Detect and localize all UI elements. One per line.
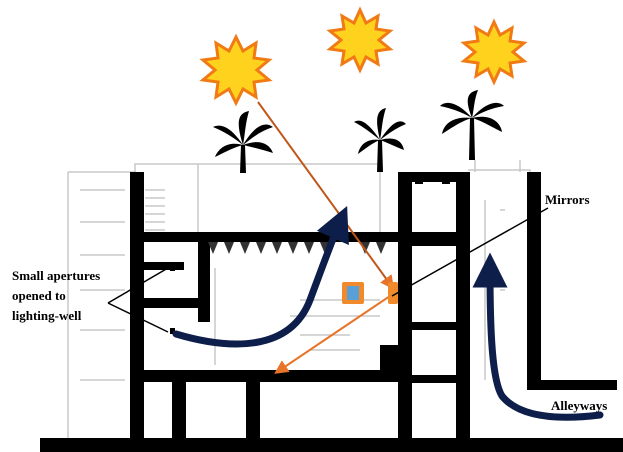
lighting-well-rung-2: [412, 322, 456, 330]
palm-tree-icon: [440, 90, 504, 160]
ground-line: [40, 438, 623, 452]
aperture-block-top: [144, 298, 198, 308]
window-glass: [347, 286, 359, 300]
label-apertures-line1: Small apertures: [12, 268, 100, 283]
lighting-well-wall-left: [398, 172, 412, 440]
palm-tree-icon: [354, 108, 406, 172]
sun-icon: [464, 22, 524, 82]
lighting-well-rung-1: [412, 240, 456, 246]
column-left: [172, 382, 186, 438]
right-ground-ledge: [527, 380, 617, 390]
inner-wall-left: [198, 242, 210, 322]
label-apertures-line3: lighting-well: [12, 308, 82, 323]
mashrabiya-louvers: [208, 242, 386, 254]
parapet-block-1: [415, 176, 423, 184]
right-tall-column: [527, 172, 541, 390]
label-alleyways: Alleyways: [551, 398, 607, 413]
parapet-block-2: [442, 176, 450, 184]
mid-floor-slab: [130, 370, 405, 382]
aperture-block-mid: [144, 262, 184, 270]
label-mirrors: Mirrors: [545, 192, 590, 207]
small-aperture-upper: [170, 265, 175, 271]
left-outer-wall: [130, 172, 144, 440]
reflected-light-ray: [280, 296, 390, 370]
airflow-arrow-alleyway: [490, 270, 600, 417]
lighting-well-wall-right: [456, 172, 470, 440]
lighting-well-rung-3: [412, 375, 456, 383]
sun-icon: [330, 10, 390, 70]
sun-icon: [203, 37, 269, 103]
lighting-well-top: [398, 172, 470, 182]
label-apertures-line2: opened to: [12, 288, 66, 303]
column-mid: [246, 382, 260, 438]
